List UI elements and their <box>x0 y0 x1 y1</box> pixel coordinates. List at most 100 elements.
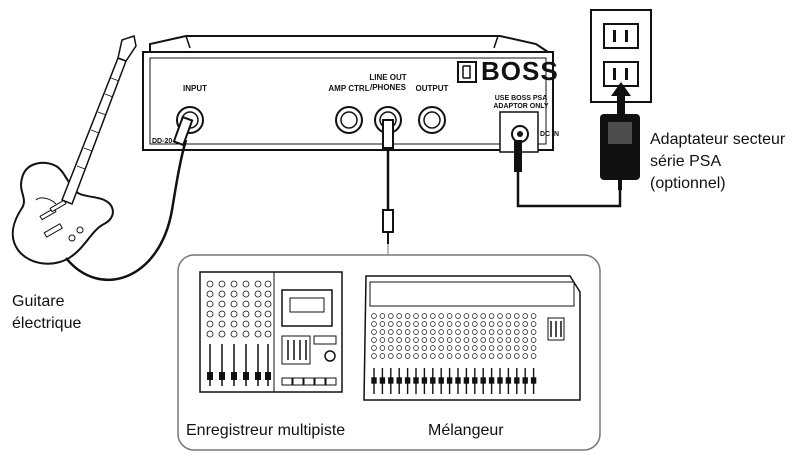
mixer-knob <box>430 345 436 351</box>
mixer-knob <box>396 313 402 319</box>
mixer-fader-cap <box>497 377 503 384</box>
adapter-plug <box>514 140 522 172</box>
mixer-knob <box>396 329 402 335</box>
mixer-knob <box>463 321 470 327</box>
mixer-knob <box>480 345 486 351</box>
adaptor-note-line1: USE BOSS PSA <box>494 95 548 102</box>
mixer-fader-cap <box>438 377 444 384</box>
adapter-label-line1: Adaptateur secteur <box>650 131 786 148</box>
mixer-knob <box>514 353 520 359</box>
mixer-knob <box>430 337 436 343</box>
mixer-knob <box>379 337 386 343</box>
mixer-knob <box>463 353 470 359</box>
mixer-knob <box>488 337 495 343</box>
electric-guitar-icon <box>11 35 137 265</box>
mixer-fader-cap <box>505 377 512 384</box>
mixer-knob <box>413 321 419 327</box>
mixer-fader-cap <box>413 377 419 384</box>
mixer-knob <box>388 353 394 359</box>
guitar-label-line2: électrique <box>12 315 82 332</box>
adapter-label-line3: (optionnel) <box>650 175 726 192</box>
mixer-knob <box>446 329 453 335</box>
mixer-knob <box>438 321 444 327</box>
mixer-fader-cap <box>480 377 486 384</box>
mixer-knob <box>455 345 461 351</box>
line-out-label-line2: /PHONES <box>369 83 406 92</box>
mixer-knob <box>413 337 419 343</box>
recorder-label: Enregistreur multipiste <box>186 422 346 439</box>
ac-adapter-icon <box>600 114 640 190</box>
line-out-cable <box>382 119 394 244</box>
mixer-knob <box>505 313 512 319</box>
mixer-knob <box>421 345 428 351</box>
plug-arrow-icon <box>611 82 631 116</box>
mixer-knob <box>488 321 495 327</box>
mixer-knob <box>472 329 478 335</box>
mixer-knob <box>497 313 503 319</box>
mixer-knob <box>463 345 470 351</box>
mixer-knob <box>488 345 495 351</box>
mixer-knob <box>455 321 461 327</box>
multitrack-recorder-icon <box>199 271 343 393</box>
guitar-cable <box>65 139 188 282</box>
mixer-knob <box>404 353 411 359</box>
mixer-knob <box>480 337 486 343</box>
mixer-knob <box>438 345 444 351</box>
mixer-fader-cap <box>388 377 394 384</box>
mixer-knob <box>472 321 478 327</box>
mixer-knob <box>421 329 428 335</box>
mixer-knob <box>421 337 428 343</box>
mixer-knob <box>446 313 453 319</box>
mixer-knob <box>522 329 528 335</box>
mixer-knob <box>430 313 436 319</box>
mixer-knob <box>371 353 377 359</box>
adapter-cable <box>516 170 622 208</box>
adaptor-note-line2: ADAPTOR ONLY <box>493 103 549 110</box>
output-jack <box>418 106 446 134</box>
mixer-fader-cap <box>379 377 386 384</box>
mixer-knob <box>530 345 537 351</box>
mixer-label: Mélangeur <box>428 422 504 439</box>
mixer-knob <box>438 329 444 335</box>
mixer-knob <box>446 321 453 327</box>
mixer-knob <box>413 345 419 351</box>
mixer-knob <box>396 337 402 343</box>
dc-in-label: DC IN <box>540 131 560 138</box>
mixer-knob <box>514 345 520 351</box>
mixer-knob <box>388 337 394 343</box>
mixer-knob <box>438 353 444 359</box>
mixer-knob <box>522 321 528 327</box>
mixer-knob <box>514 321 520 327</box>
mixer-knob <box>480 313 486 319</box>
mixer-knob <box>497 329 503 335</box>
mixer-knob <box>480 321 486 327</box>
mixer-knob <box>404 337 411 343</box>
mixer-knob <box>455 313 461 319</box>
mixer-knob <box>371 345 377 351</box>
mixer-knob <box>446 337 453 343</box>
mixer-knob <box>396 353 402 359</box>
mixer-knob <box>497 321 503 327</box>
mixer-knob <box>530 329 537 335</box>
mixer-knob <box>446 345 453 351</box>
mixer-knob <box>371 321 377 327</box>
guitar-label-line1: Guitare <box>12 293 65 310</box>
mixer-fader-cap <box>514 377 520 384</box>
mixer-fader-cap <box>404 377 411 384</box>
mixer-knob <box>413 353 419 359</box>
mixer-fader-cap <box>522 377 528 384</box>
mixer-fader-cap <box>488 377 495 384</box>
mixer-knob <box>463 337 470 343</box>
amp-ctrl-jack <box>335 106 363 134</box>
mixer-knob <box>404 321 411 327</box>
mixer-knob <box>505 337 512 343</box>
mixer-knob <box>438 337 444 343</box>
mixer-knob <box>505 329 512 335</box>
mixer-knob <box>404 345 411 351</box>
mixer-fader-cap <box>421 377 428 384</box>
mixer-knob <box>421 313 428 319</box>
mixer-fader-cap <box>530 377 537 384</box>
mixer-knob <box>505 321 512 327</box>
mixer-knob <box>379 353 386 359</box>
